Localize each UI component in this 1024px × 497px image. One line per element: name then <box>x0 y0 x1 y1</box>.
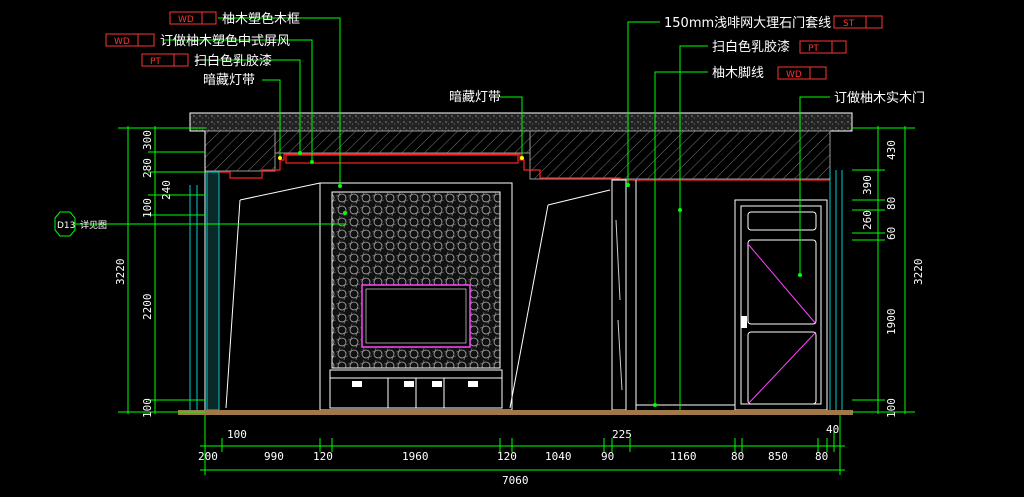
label-white-latex-2: 扫白色乳胶漆 <box>712 39 790 55</box>
dim-right-100: 100 <box>885 398 898 418</box>
tag-wd3: WD <box>786 70 802 80</box>
dim-b-120a: 120 <box>313 450 333 463</box>
dim-b-100: 100 <box>227 428 247 441</box>
dim-right-390: 390 <box>861 175 874 195</box>
label-solid-door: 订做柚木实木门 <box>834 91 925 106</box>
detail-bubble-text: D13 <box>57 221 75 231</box>
dim-right-430: 430 <box>885 140 898 160</box>
dim-b-40: 40 <box>826 423 839 436</box>
dim-b-1960: 1960 <box>402 450 429 463</box>
ceiling-profile <box>205 153 830 181</box>
tag-pt2: PT <box>808 44 819 54</box>
dim-b-80a: 80 <box>731 450 744 463</box>
dim-left-total: 3220 <box>114 259 127 286</box>
tag-wd2: WD <box>114 37 130 47</box>
right-dimension-lines <box>852 126 915 414</box>
dim-right-260: 260 <box>861 210 874 230</box>
ceiling-hatch-mid <box>274 130 531 154</box>
dim-b-990: 990 <box>264 450 284 463</box>
label-marble-frame: 150mm浅啡网大理石门套线 <box>664 15 831 31</box>
dim-b-1160: 1160 <box>670 450 697 463</box>
label-skirting: 柚木脚线 <box>712 65 764 81</box>
dim-b-total: 7060 <box>502 474 529 487</box>
dim-b-850: 850 <box>768 450 788 463</box>
ceiling-slab <box>189 112 853 132</box>
dim-right-total: 3220 <box>912 259 925 286</box>
dim-b-120b: 120 <box>497 450 517 463</box>
dim-left-100b: 100 <box>141 398 154 418</box>
left-dimension-lines <box>118 126 205 414</box>
dim-right-80a: 80 <box>885 197 898 210</box>
bottom-dimension-lines <box>200 415 845 475</box>
dim-b-90: 90 <box>601 450 614 463</box>
dim-right-60: 60 <box>885 227 898 240</box>
door-transom <box>747 211 817 231</box>
dim-left-2200: 2200 <box>141 294 154 321</box>
label-white-latex-1: 扫白色乳胶漆 <box>194 53 272 69</box>
detail-bubble <box>54 211 76 237</box>
tag-wd1: WD <box>178 15 194 25</box>
marble-column <box>611 179 627 411</box>
ceiling-hatch-left <box>204 130 276 172</box>
dim-left-280: 280 <box>141 158 154 178</box>
leader-lines <box>75 17 830 410</box>
left-pillar <box>206 171 220 411</box>
dim-left-300: 300 <box>141 130 154 150</box>
door-panel-bottom <box>747 331 817 405</box>
tag-st: ST <box>843 19 855 29</box>
label-youmu-frame: 柚木塑色木框 <box>222 11 300 27</box>
dim-b-225: 225 <box>612 428 632 441</box>
dim-left-100a: 100 <box>141 198 154 218</box>
label-hidden-light-center: 暗藏灯带 <box>449 90 501 105</box>
dim-b-200: 200 <box>198 450 218 463</box>
door-panel-top <box>747 239 817 325</box>
tag-pt1: PT <box>150 57 161 67</box>
label-custom-screen: 订做柚木塑色中式屏风 <box>160 33 290 49</box>
dim-right-1900: 1900 <box>885 309 898 336</box>
dim-b-1040: 1040 <box>545 450 572 463</box>
ceiling-cove <box>285 154 519 164</box>
dim-b-80b: 80 <box>815 450 828 463</box>
detail-ref-text: 详见图 <box>80 219 107 231</box>
floor <box>178 410 853 415</box>
dim-left-240: 240 <box>160 180 173 200</box>
label-hidden-light-left: 暗藏灯带 <box>203 73 255 88</box>
wood-door-frame <box>734 199 828 411</box>
tv-screen <box>361 284 471 348</box>
